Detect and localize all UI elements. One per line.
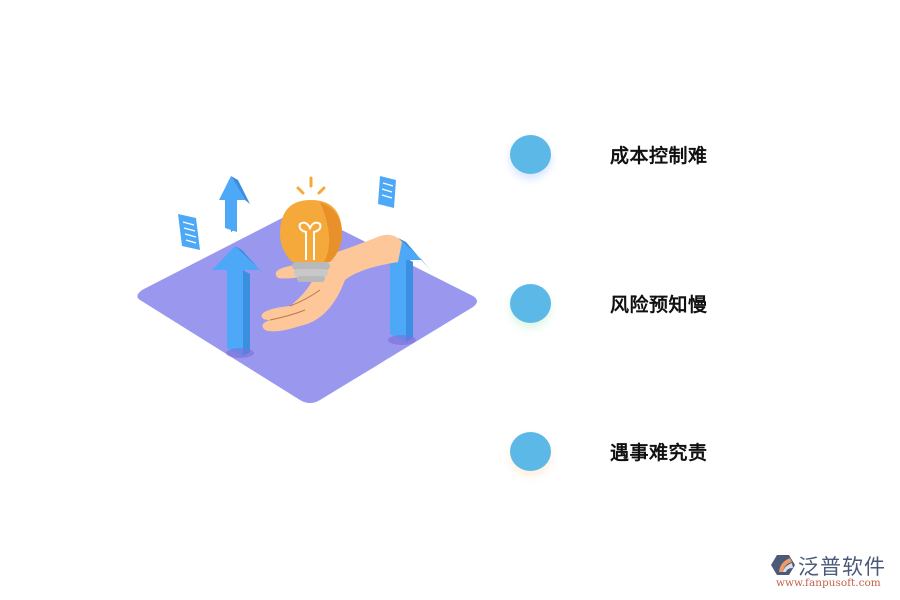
arrow-up-icon	[212, 246, 267, 358]
item-label: 遇事难究责	[610, 442, 708, 464]
bullet-dot-icon	[510, 284, 551, 323]
document-icon	[178, 214, 200, 250]
document-icon	[378, 176, 396, 208]
hand-icon	[261, 234, 402, 332]
list-item-cost-control: 成本控制难	[510, 135, 770, 177]
item-label: 成本控制难	[610, 145, 708, 167]
logo-url: www.fanpusoft.com	[776, 577, 881, 589]
logo-name: 泛普软件	[798, 555, 886, 579]
bullet-dot-icon	[510, 432, 551, 471]
illustration	[130, 170, 490, 410]
light-bulb-icon	[280, 176, 342, 282]
list-item-accountability: 遇事难究责	[510, 432, 770, 474]
list-item-risk-prediction: 风险预知慢	[510, 284, 770, 326]
bullet-dot-icon	[510, 135, 551, 174]
arrow-up-icon	[219, 176, 250, 232]
item-label: 风险预知慢	[610, 294, 708, 316]
logo-hexagon-icon	[771, 555, 795, 575]
brand-logo: 泛普软件 www.fanpusoft.com	[770, 551, 895, 591]
